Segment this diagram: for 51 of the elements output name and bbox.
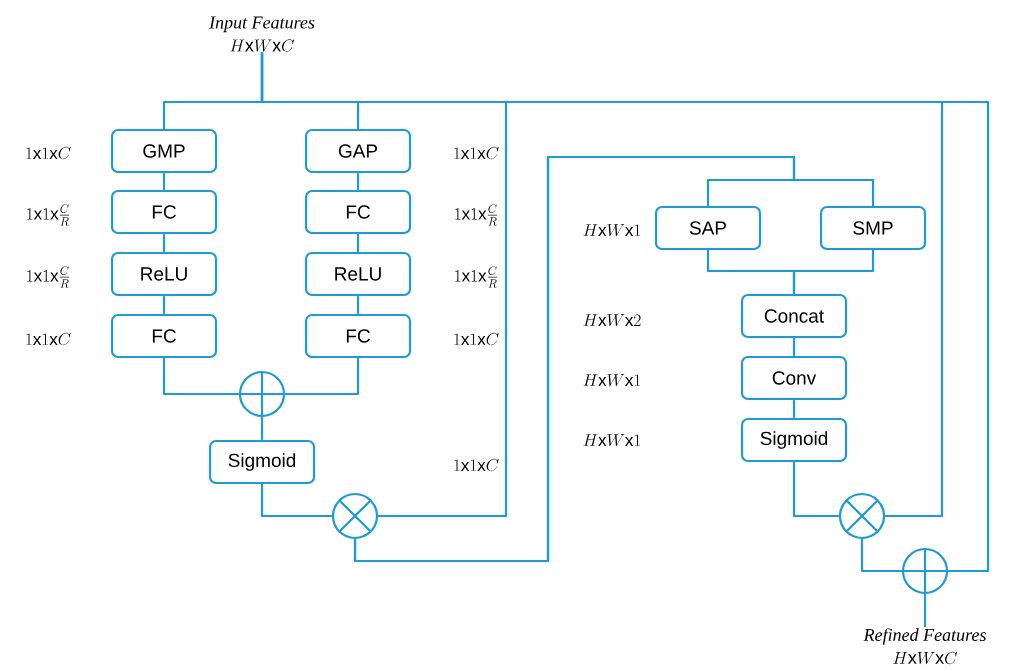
connector-line bbox=[162, 296, 166, 314]
connector-line bbox=[162, 234, 166, 252]
connector-line bbox=[353, 155, 875, 563]
dimension-label: $H\mathrm{x}W\mathrm{x}1$ bbox=[583, 374, 640, 387]
process-box: ReLU bbox=[304, 251, 412, 297]
process-box: Sigmoid bbox=[208, 439, 316, 485]
dimension-label: $1\mathrm{x}1\mathrm{x}C$ bbox=[26, 332, 71, 346]
dimension-label: $H\mathrm{x}W\mathrm{x}2$ bbox=[583, 314, 641, 327]
connector-line bbox=[792, 338, 796, 356]
dimension-label: $H\mathrm{x}W\mathrm{x}1$ bbox=[583, 224, 640, 237]
process-box: ReLU bbox=[110, 251, 218, 297]
sum-symbol bbox=[237, 369, 287, 419]
connector-line bbox=[792, 462, 839, 518]
connector-line bbox=[285, 358, 360, 396]
connector-line bbox=[860, 539, 902, 573]
process-box: Concat bbox=[740, 293, 848, 339]
process-box: SAP bbox=[654, 205, 762, 251]
connector-line bbox=[792, 400, 796, 418]
process-box: GAP bbox=[304, 128, 412, 174]
dimension-label: $1\mathrm{x}1\mathrm{x}C$ bbox=[26, 146, 71, 160]
connector-line bbox=[260, 484, 332, 518]
process-box: Conv bbox=[740, 355, 848, 401]
process-box: FC bbox=[304, 313, 412, 359]
process-box: GMP bbox=[110, 128, 218, 174]
dimension-label: $1\mathrm{x}1\mathrm{x}\tfrac{C}{R}$ bbox=[27, 266, 70, 288]
process-box: FC bbox=[110, 313, 218, 359]
dimension-label: $1\mathrm{x}1\mathrm{x}\tfrac{C}{R}$ bbox=[27, 204, 70, 226]
process-box: SMP bbox=[819, 205, 927, 251]
dimension-label: $1\mathrm{x}1\mathrm{x}\tfrac{C}{R}$ bbox=[455, 266, 498, 288]
connector-line bbox=[260, 52, 990, 573]
multiply-symbol bbox=[838, 492, 886, 540]
multiply-symbol bbox=[331, 492, 379, 540]
connector-line bbox=[162, 173, 166, 190]
connector-line bbox=[260, 417, 264, 440]
feature-label: Input Features $H\mathrm{x}W\mathrm{x}C$ bbox=[209, 16, 315, 52]
process-box: FC bbox=[304, 189, 412, 235]
connector-line bbox=[162, 358, 239, 396]
dimension-label: $1\mathrm{x}1\mathrm{x}C$ bbox=[454, 458, 499, 472]
process-box: Sigmoid bbox=[740, 417, 848, 463]
connector-line bbox=[356, 234, 360, 252]
connector-line bbox=[923, 594, 927, 627]
dimension-label: $1\mathrm{x}1\mathrm{x}C$ bbox=[454, 332, 499, 346]
connector-line bbox=[356, 173, 360, 190]
sum-symbol bbox=[900, 546, 950, 596]
dimension-label: $H\mathrm{x}W\mathrm{x}1$ bbox=[583, 434, 640, 447]
feature-label: Refined Features $H\mathrm{x}W\mathrm{x}C$ bbox=[863, 628, 986, 665]
dimension-label: $1\mathrm{x}1\mathrm{x}\tfrac{C}{R}$ bbox=[455, 204, 498, 226]
dimension-label: $1\mathrm{x}1\mathrm{x}C$ bbox=[454, 146, 499, 160]
connector-line bbox=[356, 296, 360, 314]
connector-line bbox=[792, 250, 875, 294]
process-box: FC bbox=[110, 189, 218, 235]
